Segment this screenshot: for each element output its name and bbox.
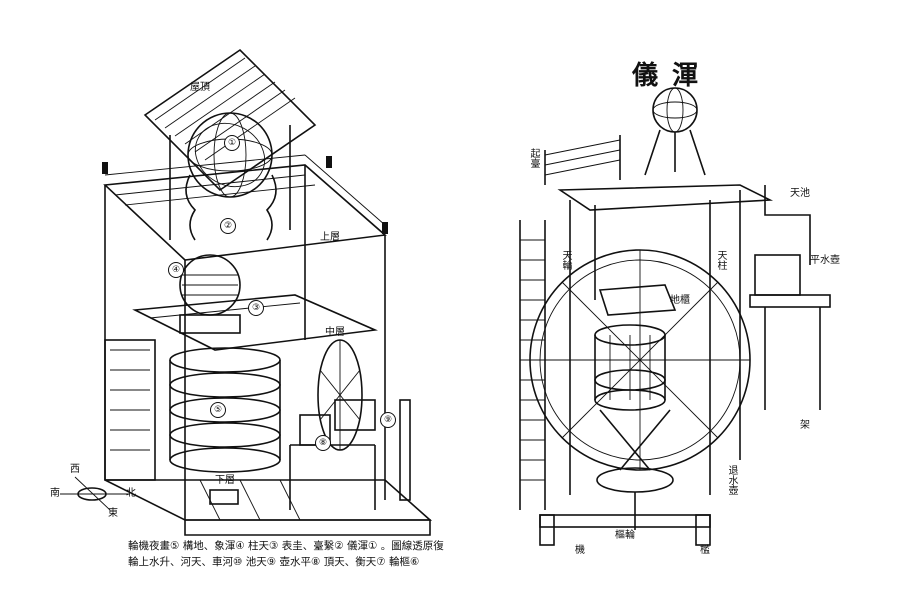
compass-south: 南 — [50, 488, 60, 499]
marker-3: ③ — [248, 300, 264, 316]
compass-east: 東 — [108, 508, 118, 519]
marker-5: ⑤ — [210, 402, 226, 418]
label-sky-pool: 天池 — [790, 188, 810, 199]
top-armillary — [644, 87, 706, 176]
compass-north: 北 — [126, 488, 136, 499]
label-lower-right: 檻 — [700, 545, 710, 556]
time-drum — [169, 347, 281, 473]
label-upper: 地櫃 — [670, 295, 690, 306]
base-platform — [104, 399, 433, 536]
label-frame: 架 — [800, 420, 810, 431]
big-water-wheel — [529, 249, 751, 471]
marker-8: ⑧ — [315, 435, 331, 451]
label-middle-floor: 中層 — [325, 327, 345, 338]
mechanism-illustration: 天池 平水壺 架 退水壺 樞輪 機 地櫃 起臺 天柱 天輪 檻 — [500, 40, 860, 560]
middle-platform — [132, 294, 378, 351]
label-pivot-beam: 樞輪 — [615, 530, 635, 541]
stairway — [519, 220, 546, 510]
marker-9: ⑨ — [380, 412, 396, 428]
upper-platform — [102, 154, 388, 520]
label-hollow-pot: 退水壺 — [726, 465, 737, 495]
label-level-water-tank: 平水壺 — [810, 255, 840, 266]
label-side-left: 起臺 — [528, 148, 539, 168]
marker-2: ② — [220, 218, 236, 234]
top-deck — [544, 135, 774, 211]
compass-west: 西 — [70, 464, 80, 475]
celestial-globe — [179, 254, 241, 334]
label-lower-left: 天輪 — [560, 250, 571, 270]
side-tank — [749, 185, 831, 410]
label-lower-floor: 下層 — [215, 475, 235, 486]
compass-drawing — [60, 476, 130, 511]
label-roof: 屋頂 — [190, 82, 210, 93]
compass-rose: 西 北 南 東 — [50, 462, 140, 522]
water-wheel — [317, 339, 363, 451]
caption-line-1: 輪機夜畫⑤ 構地、象渾④ 柱天③ 表圭、臺繫② 儀渾① 。圖線透原復 — [128, 540, 444, 552]
mechanism-drawing — [519, 87, 831, 546]
caption-line-2: 輪上水升、河天、車河⑩ 池天⑨ 壺水平⑧ 頂天、衡天⑦ 輪樞⑥ — [128, 556, 420, 568]
right-figure-title: 儀渾 — [632, 61, 713, 91]
clock-tower-illustration: 屋頂 上層 中層 下層 ① ② ③ ④ ⑤ ⑧ ⑨ — [40, 40, 460, 560]
water-tanks — [289, 399, 376, 510]
cam-box — [598, 284, 677, 316]
marker-1: ① — [224, 135, 240, 151]
label-side-right: 天柱 — [715, 250, 726, 270]
label-base: 機 — [575, 545, 585, 556]
tower-walls — [104, 339, 156, 481]
gear-stack — [594, 324, 674, 530]
figure-caption: 輪機夜畫⑤ 構地、象渾④ 柱天③ 表圭、臺繫② 儀渾① 。圖線透原復 輪上水升、… — [128, 538, 458, 570]
marker-4: ④ — [168, 262, 184, 278]
label-upper-floor: 上層 — [320, 232, 340, 243]
base-beam — [539, 514, 711, 546]
